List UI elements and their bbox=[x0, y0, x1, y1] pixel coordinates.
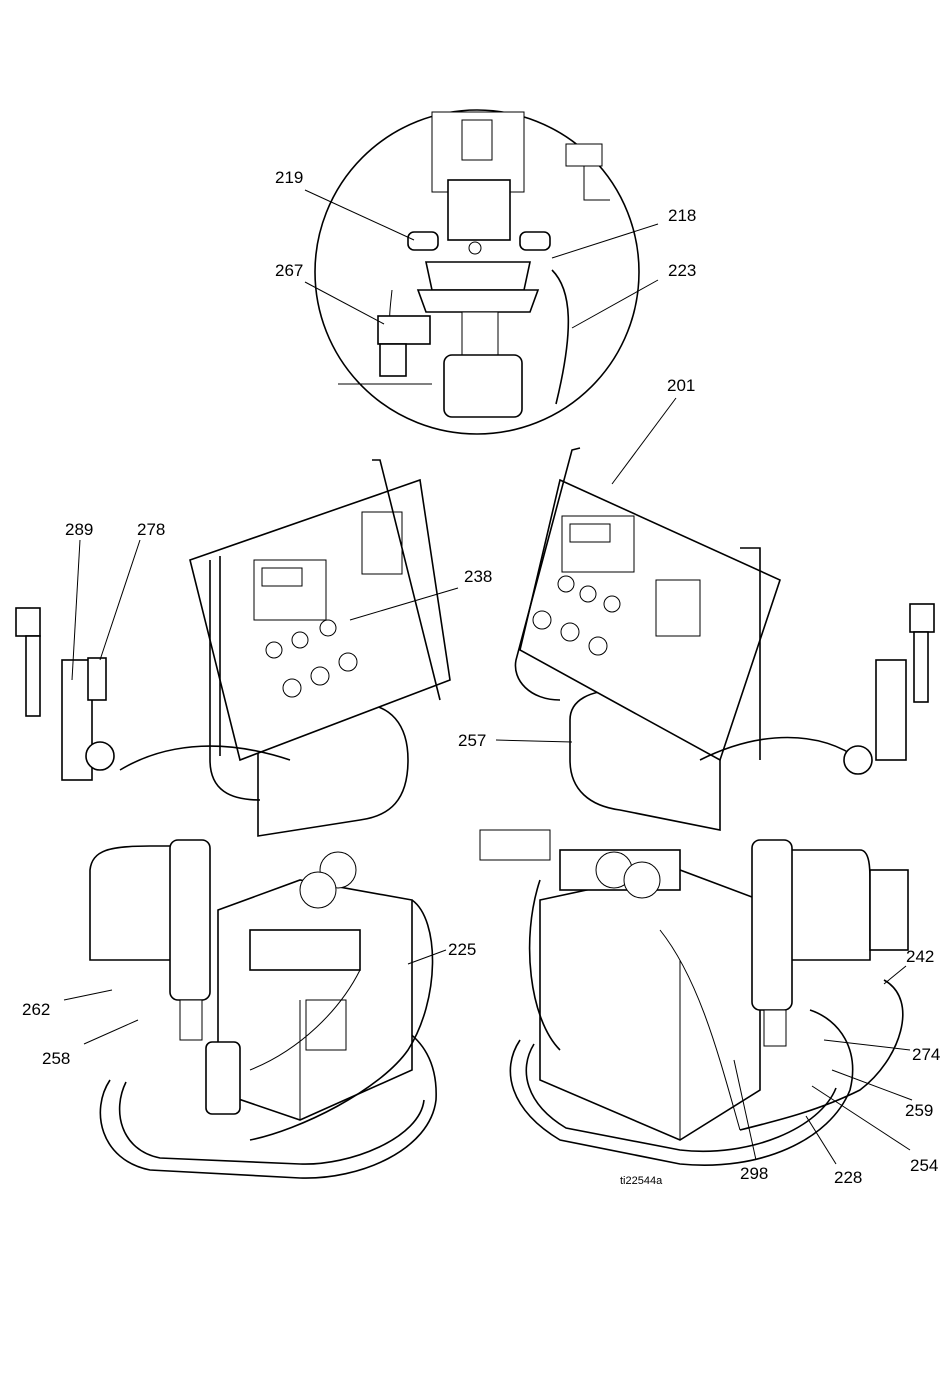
left-unit bbox=[16, 460, 450, 1178]
callout-274: 274 bbox=[912, 1045, 940, 1064]
callout-238: 238 bbox=[464, 567, 492, 586]
callout-258: 258 bbox=[42, 1049, 70, 1068]
callout-289: 289 bbox=[65, 520, 93, 539]
callout-201: 201 bbox=[667, 376, 695, 395]
callout-267: 267 bbox=[275, 261, 303, 280]
callout-262: 262 bbox=[22, 1000, 50, 1019]
callout-259: 259 bbox=[905, 1101, 933, 1120]
figure-id: ti22544a bbox=[620, 1175, 663, 1187]
callout-218: 218 bbox=[668, 206, 696, 225]
callout-298: 298 bbox=[740, 1164, 768, 1183]
callout-228: 228 bbox=[834, 1168, 862, 1187]
callout-223: 223 bbox=[668, 261, 696, 280]
detail-view bbox=[315, 110, 639, 434]
callout-219: 219 bbox=[275, 168, 303, 187]
callout-278: 278 bbox=[137, 520, 165, 539]
callout-257: 257 bbox=[458, 731, 486, 750]
callout-242: 242 bbox=[906, 947, 934, 966]
callout-254: 254 bbox=[910, 1156, 938, 1175]
callout-225: 225 bbox=[448, 940, 476, 959]
right-unit bbox=[480, 448, 934, 1165]
